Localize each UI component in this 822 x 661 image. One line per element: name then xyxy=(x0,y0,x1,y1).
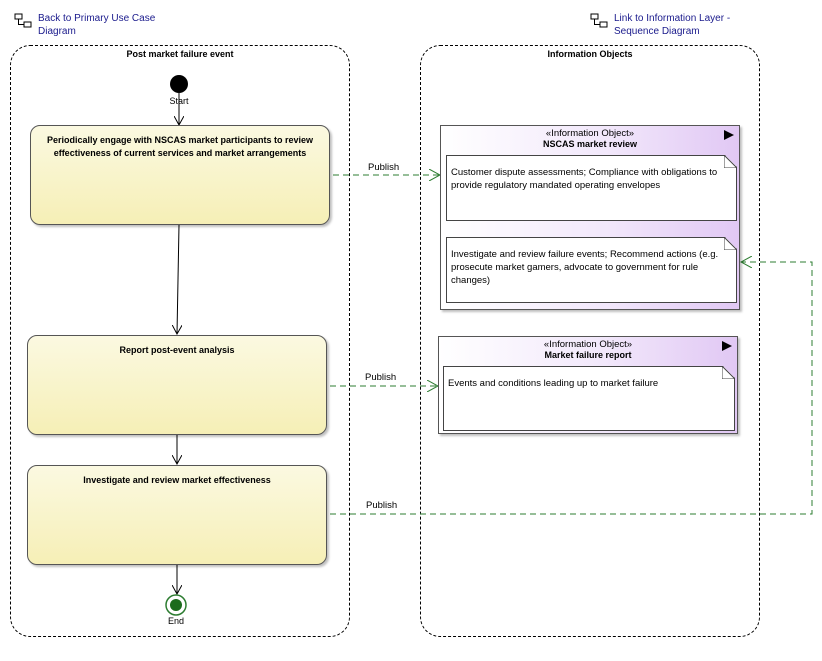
action-label: Report post-event analysis xyxy=(119,345,235,355)
diagram-link-icon xyxy=(14,13,32,28)
partition-title: Information Objects xyxy=(547,49,633,59)
action-label: Investigate and review market effectiven… xyxy=(83,475,271,485)
object-note: Customer dispute assessments; Compliance… xyxy=(446,155,737,221)
object-name: Market failure report xyxy=(544,350,632,360)
control-flow-1-2 xyxy=(177,224,179,334)
play-triangle-icon xyxy=(722,341,732,351)
action-periodically-engage[interactable]: Periodically engage with NSCAS market pa… xyxy=(30,125,330,225)
object-stereotype: «Information Object» xyxy=(545,128,635,139)
back-link-text[interactable]: Back to Primary Use Case Diagram xyxy=(38,13,156,37)
end-label: End xyxy=(167,616,184,626)
diagram-link-icon xyxy=(590,13,608,28)
action-report-post-event-analysis[interactable]: Report post-event analysis xyxy=(27,335,327,435)
initial-node[interactable] xyxy=(170,75,188,93)
information-layer-link[interactable]: Link to Information Layer - Sequence Dia… xyxy=(590,12,760,38)
back-to-primary-use-case-link[interactable]: Back to Primary Use Case Diagram xyxy=(14,12,174,38)
object-note: Events and conditions leading up to mark… xyxy=(443,366,735,431)
play-triangle-icon xyxy=(724,130,734,140)
note-fold-icon xyxy=(724,237,737,250)
note-fold-icon xyxy=(724,155,737,168)
publish-label: Publish xyxy=(368,162,400,173)
note-text: Events and conditions leading up to mark… xyxy=(448,378,659,389)
partition-post-market-failure: Post market failure event xyxy=(10,45,350,637)
final-node-core xyxy=(170,599,182,611)
note-fold-icon xyxy=(722,366,735,379)
object-note: Investigate and review failure events; R… xyxy=(446,237,737,303)
action-label: Periodically engage with NSCAS market pa… xyxy=(46,135,314,158)
start-label: Start xyxy=(169,96,189,106)
info-layer-link-text[interactable]: Link to Information Layer - Sequence Dia… xyxy=(614,13,731,37)
object-stereotype: «Information Object» xyxy=(543,339,633,350)
object-nscas-market-review[interactable]: «Information Object» NSCAS market review… xyxy=(440,125,740,310)
partition-title: Post market failure event xyxy=(126,49,234,59)
object-market-failure-report[interactable]: «Information Object» Market failure repo… xyxy=(438,336,738,434)
partition-information-objects: Information Objects xyxy=(420,45,760,637)
object-name: NSCAS market review xyxy=(542,139,638,149)
note-text: Customer dispute assessments; Compliance… xyxy=(451,167,718,191)
publish-label: Publish xyxy=(366,500,398,511)
publish-label: Publish xyxy=(365,372,397,383)
action-investigate-review-market[interactable]: Investigate and review market effectiven… xyxy=(27,465,327,565)
note-text: Investigate and review failure events; R… xyxy=(451,249,719,286)
object-flow-publish-3 xyxy=(330,262,813,515)
